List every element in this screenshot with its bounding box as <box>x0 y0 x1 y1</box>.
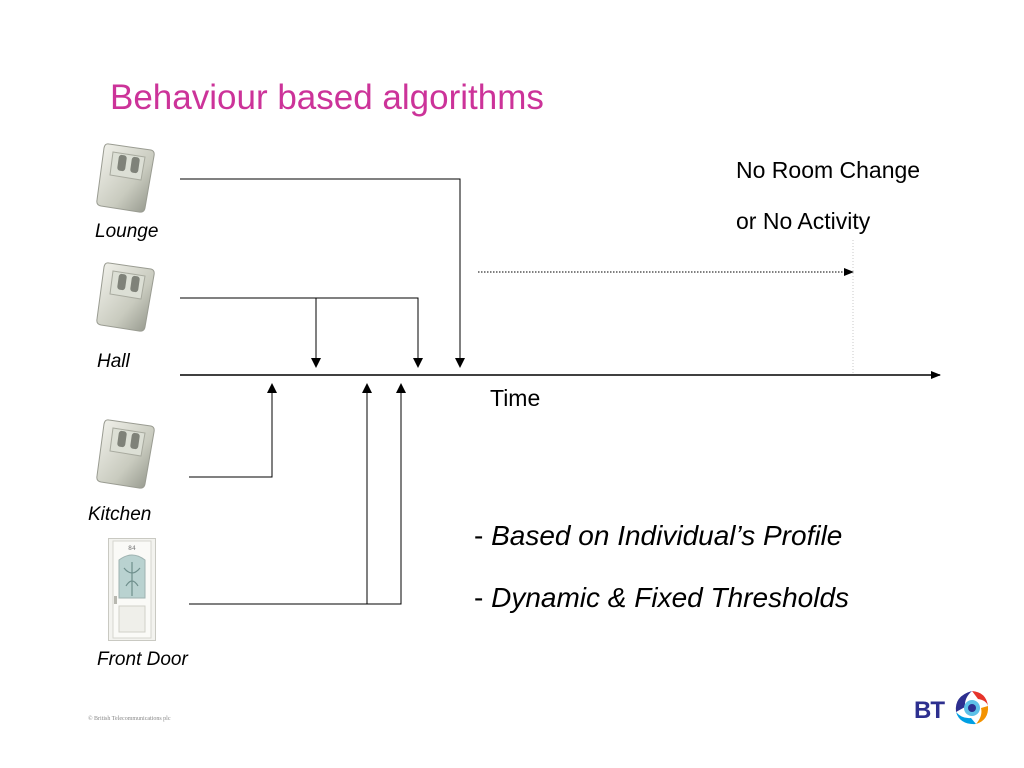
hall-event-line <box>180 297 419 366</box>
time-axis-label: Time <box>490 385 541 411</box>
bt-piper-logo-icon <box>955 691 989 725</box>
sensor-label-front-door: Front Door <box>97 649 188 670</box>
bullet-text: Dynamic & Fixed Thresholds <box>491 582 850 613</box>
sensor-label-lounge: Lounge <box>95 221 159 242</box>
sensor-label-hall: Hall <box>97 351 130 372</box>
sensor-label-kitchen: Kitchen <box>88 504 152 525</box>
door-number: 84 <box>128 545 136 552</box>
bullet-dash: - <box>474 520 484 551</box>
bullet-text: Based on Individual’s Profile <box>491 520 843 551</box>
front-door-icon: 84 <box>108 538 156 641</box>
no-room-change-note: No Room Change <box>736 157 921 183</box>
bullet-profile: - Based on Individual’s Profile <box>474 520 842 552</box>
no-activity-note: or No Activity <box>736 208 871 234</box>
motion-sensor-icon <box>96 262 155 332</box>
copyright-text: © British Telecommunications plc <box>88 716 171 722</box>
lounge-event-line <box>180 178 461 366</box>
bullet-thresholds: - Dynamic & Fixed Thresholds <box>474 582 849 614</box>
front-door-event-line <box>189 386 402 605</box>
bt-logo-text: BT <box>914 697 945 724</box>
motion-sensor-icon <box>96 419 155 489</box>
kitchen-event-line <box>189 386 273 478</box>
bullet-dash: - <box>474 582 484 613</box>
motion-sensor-icon <box>96 143 155 213</box>
slide-title: Behaviour based algorithms <box>110 78 544 117</box>
